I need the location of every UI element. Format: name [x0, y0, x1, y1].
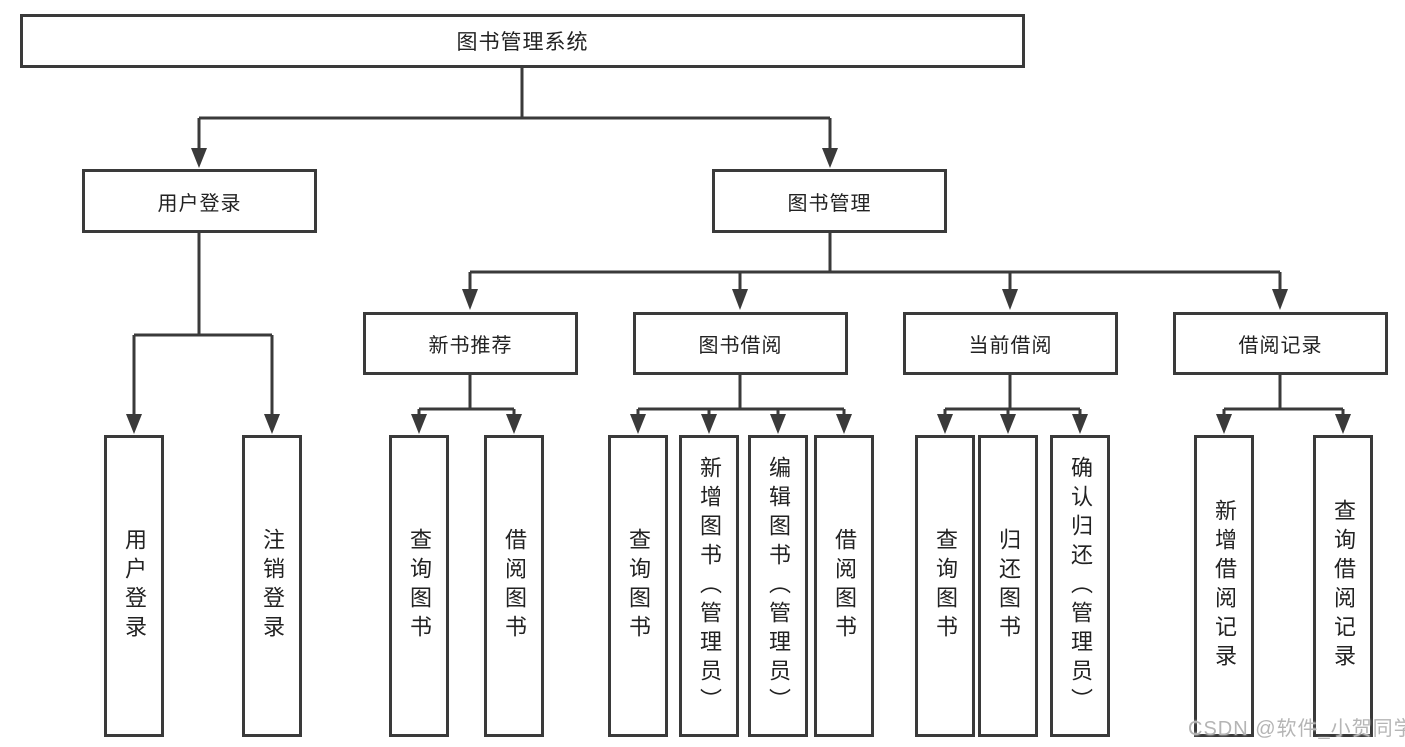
leaf-query-books-borrowing: 查询图书: [608, 435, 668, 737]
leaf-confirm-return-admin: 确认归还（管理员）: [1050, 435, 1110, 737]
node-label: 确认归还（管理员）: [1068, 455, 1093, 717]
node-label: 查询图书: [626, 528, 651, 644]
node-label: 查询借阅记录: [1331, 499, 1356, 673]
node-label: 借阅图书: [832, 528, 857, 644]
node-label: 新增借阅记录: [1212, 499, 1237, 673]
leaf-edit-book-admin: 编辑图书（管理员）: [748, 435, 808, 737]
leaf-query-borrow-record: 查询借阅记录: [1313, 435, 1373, 737]
leaf-add-book-admin: 新增图书（管理员）: [679, 435, 739, 737]
node-label: 编辑图书（管理员）: [766, 455, 791, 717]
leaf-borrow-books: 借阅图书: [814, 435, 874, 737]
node-new-book-recommendation: 新书推荐: [363, 312, 578, 375]
node-label: 新增图书（管理员）: [697, 455, 722, 717]
leaf-return-books: 归还图书: [978, 435, 1038, 737]
leaf-logout: 注销登录: [242, 435, 302, 737]
leaf-borrow-books-recommend: 借阅图书: [484, 435, 544, 737]
node-label: 图书借阅: [698, 335, 783, 357]
node-label: 用户登录: [122, 528, 147, 644]
node-label: 归还图书: [996, 528, 1021, 644]
node-book-borrowing: 图书借阅: [633, 312, 848, 375]
leaf-user-login: 用户登录: [104, 435, 164, 737]
csdn-watermark: CSDN @软件_小贺同学: [1188, 718, 1405, 740]
node-label: 注销登录: [260, 528, 285, 644]
node-user-login: 用户登录: [82, 169, 317, 233]
node-label: 图书管理: [787, 192, 872, 215]
node-label: 图书管理系统: [456, 31, 589, 54]
node-label: 查询图书: [407, 528, 432, 644]
node-label: 新书推荐: [428, 335, 513, 357]
node-label: 当前借阅: [968, 335, 1053, 357]
node-current-borrowing: 当前借阅: [903, 312, 1118, 375]
leaf-query-books-recommend: 查询图书: [389, 435, 449, 737]
leaf-add-borrow-record: 新增借阅记录: [1194, 435, 1254, 737]
node-label: 借阅记录: [1238, 335, 1323, 357]
node-library-management-system: 图书管理系统: [20, 14, 1025, 68]
node-book-management: 图书管理: [712, 169, 947, 233]
node-label: 查询图书: [933, 528, 958, 644]
node-label: 用户登录: [157, 192, 242, 215]
node-label: 借阅图书: [502, 528, 527, 644]
node-borrowing-records: 借阅记录: [1173, 312, 1388, 375]
leaf-query-books-current: 查询图书: [915, 435, 975, 737]
